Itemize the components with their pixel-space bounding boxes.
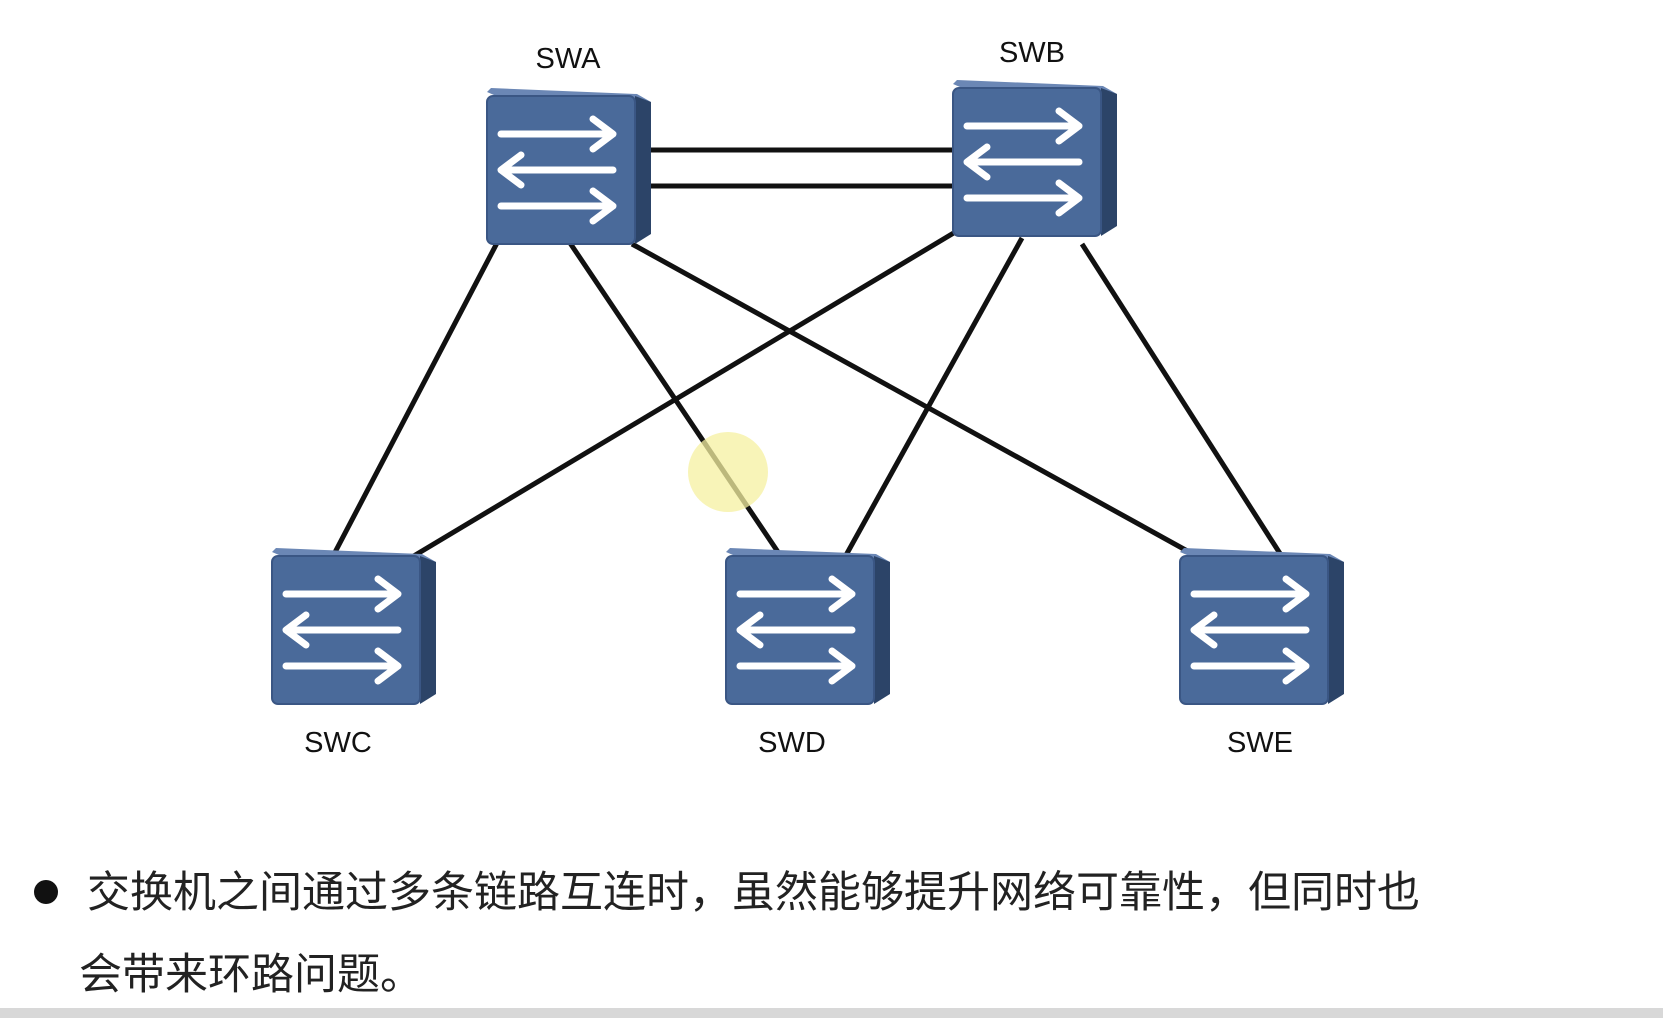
link-swa-swc	[329, 220, 511, 560]
label-swa: SWA	[536, 43, 602, 75]
link-swb-swc	[395, 219, 974, 569]
caption: 交换机之间通过多条链路互连时，虽然能够提升网络可靠性，但同时也 会带来环路问题。	[34, 852, 1614, 1016]
label-swb: SWB	[999, 37, 1065, 69]
label-swc: SWC	[304, 727, 372, 759]
switch-icon	[725, 548, 890, 705]
label-swe: SWE	[1227, 727, 1293, 759]
label-swd: SWD	[758, 727, 826, 759]
link-swa-swe	[630, 241, 1202, 561]
bullet-icon	[34, 880, 58, 904]
caption-line-2: 会带来环路问题。	[79, 950, 423, 1000]
link-swb-swd	[837, 236, 1025, 568]
network-topology-diagram: SWA SWB SWC SWD SWE	[271, 37, 1344, 759]
switch-icon	[271, 548, 436, 705]
bottom-scrollbar-strip	[0, 1008, 1663, 1018]
switch-icon	[486, 88, 651, 245]
cursor-highlight	[688, 432, 768, 512]
switch-icon	[1179, 548, 1344, 705]
caption-line-1: 交换机之间通过多条链路互连时，虽然能够提升网络可靠性，但同时也	[87, 868, 1420, 918]
link-swb-swe	[1079, 242, 1291, 568]
switch-icon	[952, 80, 1117, 237]
